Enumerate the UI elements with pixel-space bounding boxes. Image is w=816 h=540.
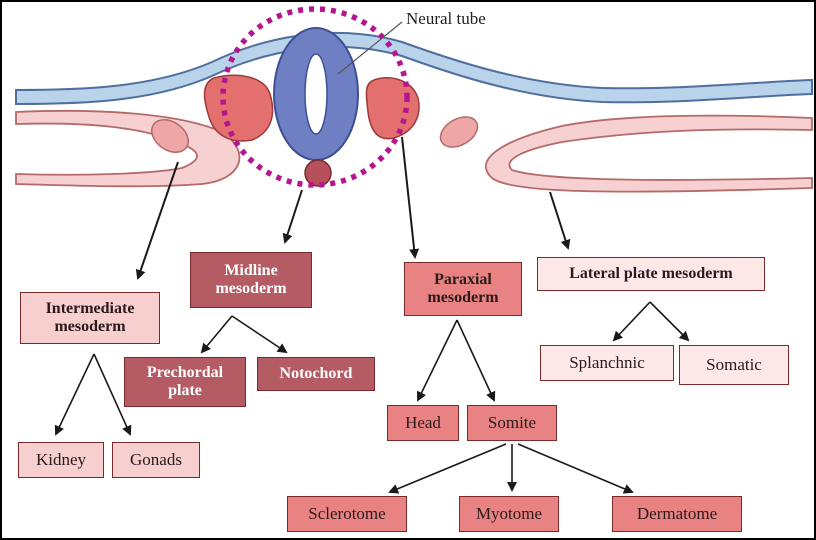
lateral-plate-left xyxy=(16,111,239,186)
intermediate-mesoderm-box: Intermediate mesoderm xyxy=(20,292,160,344)
arrow-to-sclerotome xyxy=(390,444,506,492)
splanchnic-box: Splanchnic xyxy=(540,345,674,381)
lateral-plate-mesoderm-box: Lateral plate mesoderm xyxy=(537,257,765,291)
gonads-box: Gonads xyxy=(112,442,200,478)
lateral-plate-right xyxy=(486,116,812,192)
head-box: Head xyxy=(387,405,459,441)
myotome-box: Myotome xyxy=(459,496,559,532)
arrow-to-somite xyxy=(457,320,494,400)
arrow-to-prechordal xyxy=(202,316,232,352)
paraxial-mesoderm-box: Paraxial mesoderm xyxy=(404,262,522,316)
midline-mesoderm-box: Midline mesoderm xyxy=(190,252,312,308)
somite-box: Somite xyxy=(467,405,557,441)
prechordal-plate-box: Prechordal plate xyxy=(124,357,246,407)
neural-canal xyxy=(305,54,327,134)
arrow-to-splanchnic xyxy=(614,302,650,340)
arrow-to-paraxial xyxy=(402,137,415,257)
somite-right xyxy=(366,78,419,139)
arrow-to-midline xyxy=(285,190,302,242)
arrow-to-somatic xyxy=(650,302,688,340)
neural-tube-label: Neural tube xyxy=(406,9,486,29)
dermatome-box: Dermatome xyxy=(612,496,742,532)
notochord-box: Notochord xyxy=(257,357,375,391)
intermediate-blob-right xyxy=(435,111,483,154)
somatic-box: Somatic xyxy=(679,345,789,385)
arrow-to-kidney xyxy=(56,354,94,434)
arrow-to-lateral xyxy=(550,192,568,248)
arrow-to-notochord xyxy=(232,316,286,352)
arrow-to-head xyxy=(418,320,457,400)
arrow-to-dermatome xyxy=(518,444,632,492)
kidney-box: Kidney xyxy=(18,442,104,478)
sclerotome-box: Sclerotome xyxy=(287,496,407,532)
